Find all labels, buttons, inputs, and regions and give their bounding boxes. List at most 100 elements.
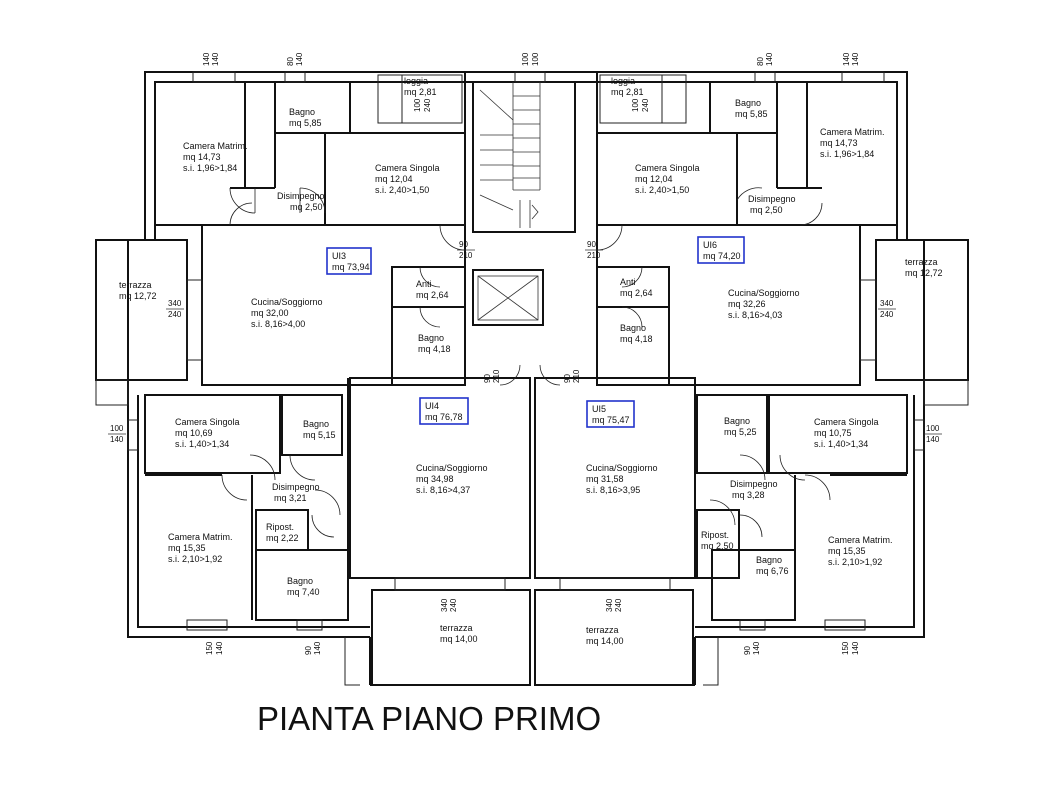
svg-text:mq 2,50: mq 2,50 (750, 205, 783, 215)
svg-text:mq 14,00: mq 14,00 (586, 636, 624, 646)
svg-text:mq 2,64: mq 2,64 (620, 288, 653, 298)
svg-text:Camera Matrim.: Camera Matrim. (183, 141, 248, 151)
svg-text:mq 2,81: mq 2,81 (611, 87, 644, 97)
dim-label: 90 (304, 646, 313, 655)
svg-text:Camera Matrim.: Camera Matrim. (168, 532, 233, 542)
unit-area: mq 76,78 (425, 412, 463, 422)
svg-text:s.i. 1,96>1,84: s.i. 1,96>1,84 (183, 163, 237, 173)
svg-text:Bagno: Bagno (735, 98, 761, 108)
room-ul-anti: Anti mq 2,64 (416, 279, 449, 300)
room-ur-loggia: loggia mq 2,81 (611, 76, 644, 97)
svg-text:terrazza: terrazza (119, 280, 152, 290)
svg-text:Disimpegno: Disimpegno (272, 482, 320, 492)
dim-label: 140 (842, 52, 851, 66)
svg-text:Ripost.: Ripost. (701, 530, 729, 540)
dim-label: 140 (110, 435, 124, 444)
svg-text:Bagno: Bagno (287, 576, 313, 586)
dim-label: 80 (756, 57, 765, 66)
room-lr-camera-matrim: Camera Matrim. mq 15,35 s.i. 2,10>1,92 (828, 535, 893, 567)
svg-text:Disimpegno: Disimpegno (748, 194, 796, 204)
dim-label: 90 (459, 240, 468, 249)
dim-label: 140 (313, 641, 322, 655)
svg-text:mq 5,15: mq 5,15 (303, 430, 336, 440)
room-ur-bagno: Bagno mq 5,85 (735, 98, 768, 119)
room-ll-camera-singola: Camera Singola mq 10,69 s.i. 1,40>1,34 (175, 417, 240, 449)
svg-text:Camera Singola: Camera Singola (175, 417, 240, 427)
unit-badges: UI3 mq 73,94 UI6 mq 74,20 UI4 mq 76,78 U… (326, 236, 745, 428)
svg-text:mq 3,28: mq 3,28 (732, 490, 765, 500)
svg-text:mq 15,35: mq 15,35 (168, 543, 206, 553)
room-lc-cucina5: Cucina/Soggiorno mq 31,58 s.i. 8,16>3,95 (586, 463, 658, 495)
dim-label: 100 (631, 98, 640, 112)
svg-text:mq 2,50: mq 2,50 (701, 541, 734, 551)
unit-badge-ui6: UI6 mq 74,20 (697, 236, 745, 264)
dim-label: 140 (851, 641, 860, 655)
svg-text:Camera Singola: Camera Singola (814, 417, 879, 427)
svg-text:Cucina/Soggiorno: Cucina/Soggiorno (251, 297, 323, 307)
svg-text:loggia: loggia (611, 76, 635, 86)
dim-label: 210 (572, 369, 581, 383)
svg-text:Bagno: Bagno (724, 416, 750, 426)
unit-code: UI3 (332, 251, 346, 261)
room-ur-bagno2: Bagno mq 4,18 (620, 323, 653, 344)
svg-text:mq 12,72: mq 12,72 (905, 268, 943, 278)
svg-text:Disimpegno: Disimpegno (730, 479, 778, 489)
svg-text:mq 14,00: mq 14,00 (440, 634, 478, 644)
dim-label: 240 (641, 98, 650, 112)
unit-badge-ui3: UI3 mq 73,94 (326, 247, 372, 275)
svg-text:Anti: Anti (416, 279, 432, 289)
dim-label: 100 (531, 52, 540, 66)
room-ul-terrazza: terrazza mq 12,72 (119, 280, 157, 301)
room-ll-ripost: Ripost. mq 2,22 (266, 522, 299, 543)
svg-text:Camera Matrim.: Camera Matrim. (820, 127, 885, 137)
svg-text:mq 4,18: mq 4,18 (620, 334, 653, 344)
svg-text:mq 4,18: mq 4,18 (418, 344, 451, 354)
dim-label: 240 (880, 310, 894, 319)
svg-text:s.i. 8,16>4,00: s.i. 8,16>4,00 (251, 319, 305, 329)
dim-label: 140 (202, 52, 211, 66)
svg-text:mq 14,73: mq 14,73 (820, 138, 858, 148)
dim-label: 340 (168, 299, 182, 308)
svg-text:mq 2,81: mq 2,81 (404, 87, 437, 97)
svg-text:mq 2,64: mq 2,64 (416, 290, 449, 300)
room-ul-cucina: Cucina/Soggiorno mq 32,00 s.i. 8,16>4,00 (251, 297, 323, 329)
room-lr-bagno: Bagno mq 5,25 (724, 416, 757, 437)
room-ll-disimpegno: Disimpegno mq 3,21 (272, 482, 320, 503)
svg-text:terrazza: terrazza (586, 625, 619, 635)
side-terraces (95, 239, 969, 406)
dim-label: 100 (926, 424, 940, 433)
stair-treads (479, 82, 541, 228)
svg-text:mq 5,85: mq 5,85 (735, 109, 768, 119)
unit-badge-ui4: UI4 mq 76,78 (419, 397, 469, 425)
room-ur-terrazza: terrazza mq 12,72 (905, 257, 943, 278)
dimension-labels: 140 140 80 140 100 100 80 140 140 140 10… (108, 52, 942, 655)
svg-text:Camera Singola: Camera Singola (375, 163, 440, 173)
dim-label: 100 (110, 424, 124, 433)
svg-text:Cucina/Soggiorno: Cucina/Soggiorno (586, 463, 658, 473)
plan-title: PIANTA PIANO PRIMO (257, 700, 601, 737)
svg-text:Ripost.: Ripost. (266, 522, 294, 532)
svg-text:s.i. 2,40>1,50: s.i. 2,40>1,50 (375, 185, 429, 195)
dim-label: 150 (841, 641, 850, 655)
dim-label: 90 (743, 646, 752, 655)
svg-text:s.i. 1,96>1,84: s.i. 1,96>1,84 (820, 149, 874, 159)
svg-text:mq 5,25: mq 5,25 (724, 427, 757, 437)
room-lc-cucina4: Cucina/Soggiorno mq 34,98 s.i. 8,16>4,37 (416, 463, 488, 495)
room-ul-loggia: loggia mq 2,81 (404, 76, 437, 97)
svg-text:loggia: loggia (404, 76, 428, 86)
svg-text:mq 10,75: mq 10,75 (814, 428, 852, 438)
room-ll-bagno2: Bagno mq 7,40 (287, 576, 320, 597)
room-ur-disimpegno: Disimpegno mq 2,50 (748, 194, 796, 215)
dim-label: 340 (440, 598, 449, 612)
svg-text:s.i. 1,40>1,34: s.i. 1,40>1,34 (814, 439, 868, 449)
dim-label: 240 (168, 310, 182, 319)
dim-label: 240 (423, 98, 432, 112)
svg-text:mq 12,72: mq 12,72 (119, 291, 157, 301)
dim-label: 210 (459, 251, 473, 260)
room-ul-bagno: Bagno mq 5,85 (289, 107, 322, 128)
svg-text:mq 34,98: mq 34,98 (416, 474, 454, 484)
dim-label: 210 (492, 369, 501, 383)
unit-code: UI4 (425, 401, 439, 411)
dim-label: 340 (605, 598, 614, 612)
dim-label: 150 (205, 641, 214, 655)
